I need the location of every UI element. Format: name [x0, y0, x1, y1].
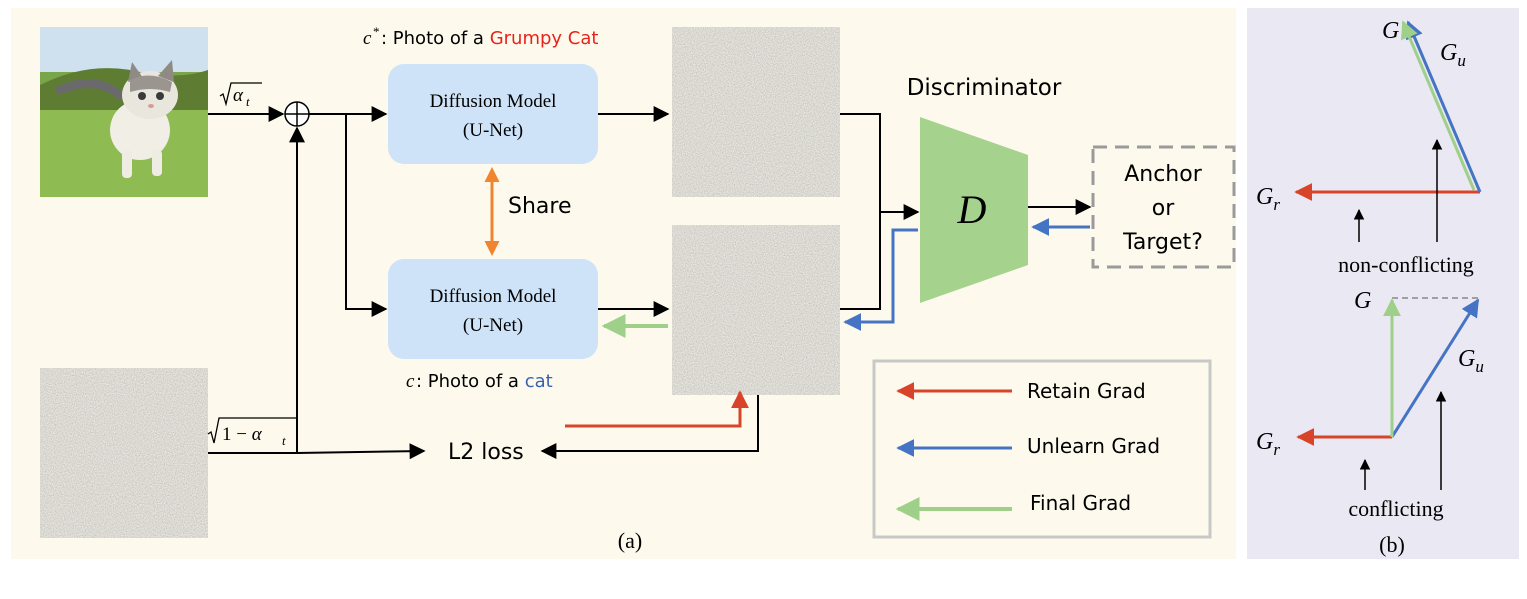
svg-text:t: t: [246, 94, 250, 109]
cat-photo: [40, 27, 208, 197]
unlearn-grad-arrow-lower: [843, 228, 918, 331]
share-label: Share: [508, 194, 572, 219]
prompt-target-highlight: cat: [525, 371, 553, 392]
svg-text:α: α: [233, 85, 244, 106]
panel-b-background: [1247, 8, 1519, 559]
diffusion-model-top: Diffusion Model (U-Net): [388, 64, 598, 164]
anchor-box-line1: Anchor: [1124, 162, 1202, 187]
label-conflicting: conflicting: [1348, 496, 1443, 521]
diffusion-model-bottom: Diffusion Model (U-Net): [388, 259, 598, 359]
label-g-top: G: [1382, 18, 1399, 44]
add-operator: [284, 101, 310, 127]
diffusion-model-top-line1: Diffusion Model: [430, 91, 557, 112]
label-gr-bottom-sub: r: [1273, 440, 1280, 459]
label-gu-top-sub: u: [1457, 51, 1466, 70]
discriminator-symbol: D: [957, 187, 987, 232]
label-non-conflicting: non-conflicting: [1338, 252, 1474, 277]
vector-diagram-non-conflicting: G Gu Gr non-conflicting: [1256, 18, 1482, 277]
legend: Retain Grad Unlearn Grad Final Grad: [872, 359, 1212, 539]
diffusion-model-bottom-line2: (U-Net): [463, 315, 523, 336]
label-gu-bottom-sub: u: [1475, 357, 1484, 376]
label-gr-top-sub: r: [1273, 195, 1280, 214]
prompt-anchor-highlight: Grumpy Cat: [490, 28, 599, 49]
vector-diagram-conflicting: G Gu Gr conflicting: [1256, 288, 1484, 521]
label-gu-top: Gu: [1440, 40, 1466, 70]
connectors: [208, 106, 1092, 460]
sqrt-one-minus-alpha-label: 1 − α t: [207, 417, 298, 448]
noise-image-input: [40, 368, 208, 538]
prompt-target-prefix: Photo of a: [428, 371, 525, 392]
sqrt-alpha-label: α t: [219, 82, 262, 109]
caption-b: (b): [1379, 532, 1405, 557]
anchor-or-target-box: Anchor or Target?: [1091, 145, 1236, 269]
discriminator-shape: [920, 117, 1028, 303]
l2-loss-label: L2 loss: [448, 440, 524, 465]
svg-text:: Photo of a Grumpy Cat: : Photo of a Grumpy Cat: [381, 28, 598, 49]
svg-text:: Photo of a cat: : Photo of a cat: [416, 371, 553, 392]
svg-text:c: c: [363, 28, 372, 49]
prompt-anchor-prefix: Photo of a: [393, 28, 490, 49]
svg-text:1 − α: 1 − α: [222, 424, 263, 445]
legend-retain-label: Retain Grad: [1027, 379, 1146, 403]
svg-text:*: *: [373, 24, 380, 39]
diffusion-model-bottom-line1: Diffusion Model: [430, 286, 557, 307]
prompt-anchor: c * : Photo of a Grumpy Cat: [363, 24, 598, 49]
svg-text:c: c: [406, 371, 415, 392]
prompt-target: c : Photo of a cat: [406, 371, 553, 392]
caption-a: (a): [618, 528, 642, 553]
svg-text:t: t: [282, 433, 286, 448]
label-g-bottom: G: [1354, 288, 1371, 314]
anchor-box-line2: or: [1152, 196, 1175, 221]
noise-image-output-top: [672, 27, 840, 197]
retain-grad-arrow: [565, 390, 749, 428]
diffusion-model-top-line2: (U-Net): [463, 120, 523, 141]
noise-image-output-bottom: [672, 225, 840, 395]
anchor-box-line3: Target?: [1122, 230, 1203, 255]
legend-final-label: Final Grad: [1030, 491, 1131, 515]
legend-unlearn-label: Unlearn Grad: [1027, 434, 1160, 458]
discriminator-title: Discriminator: [907, 75, 1062, 101]
